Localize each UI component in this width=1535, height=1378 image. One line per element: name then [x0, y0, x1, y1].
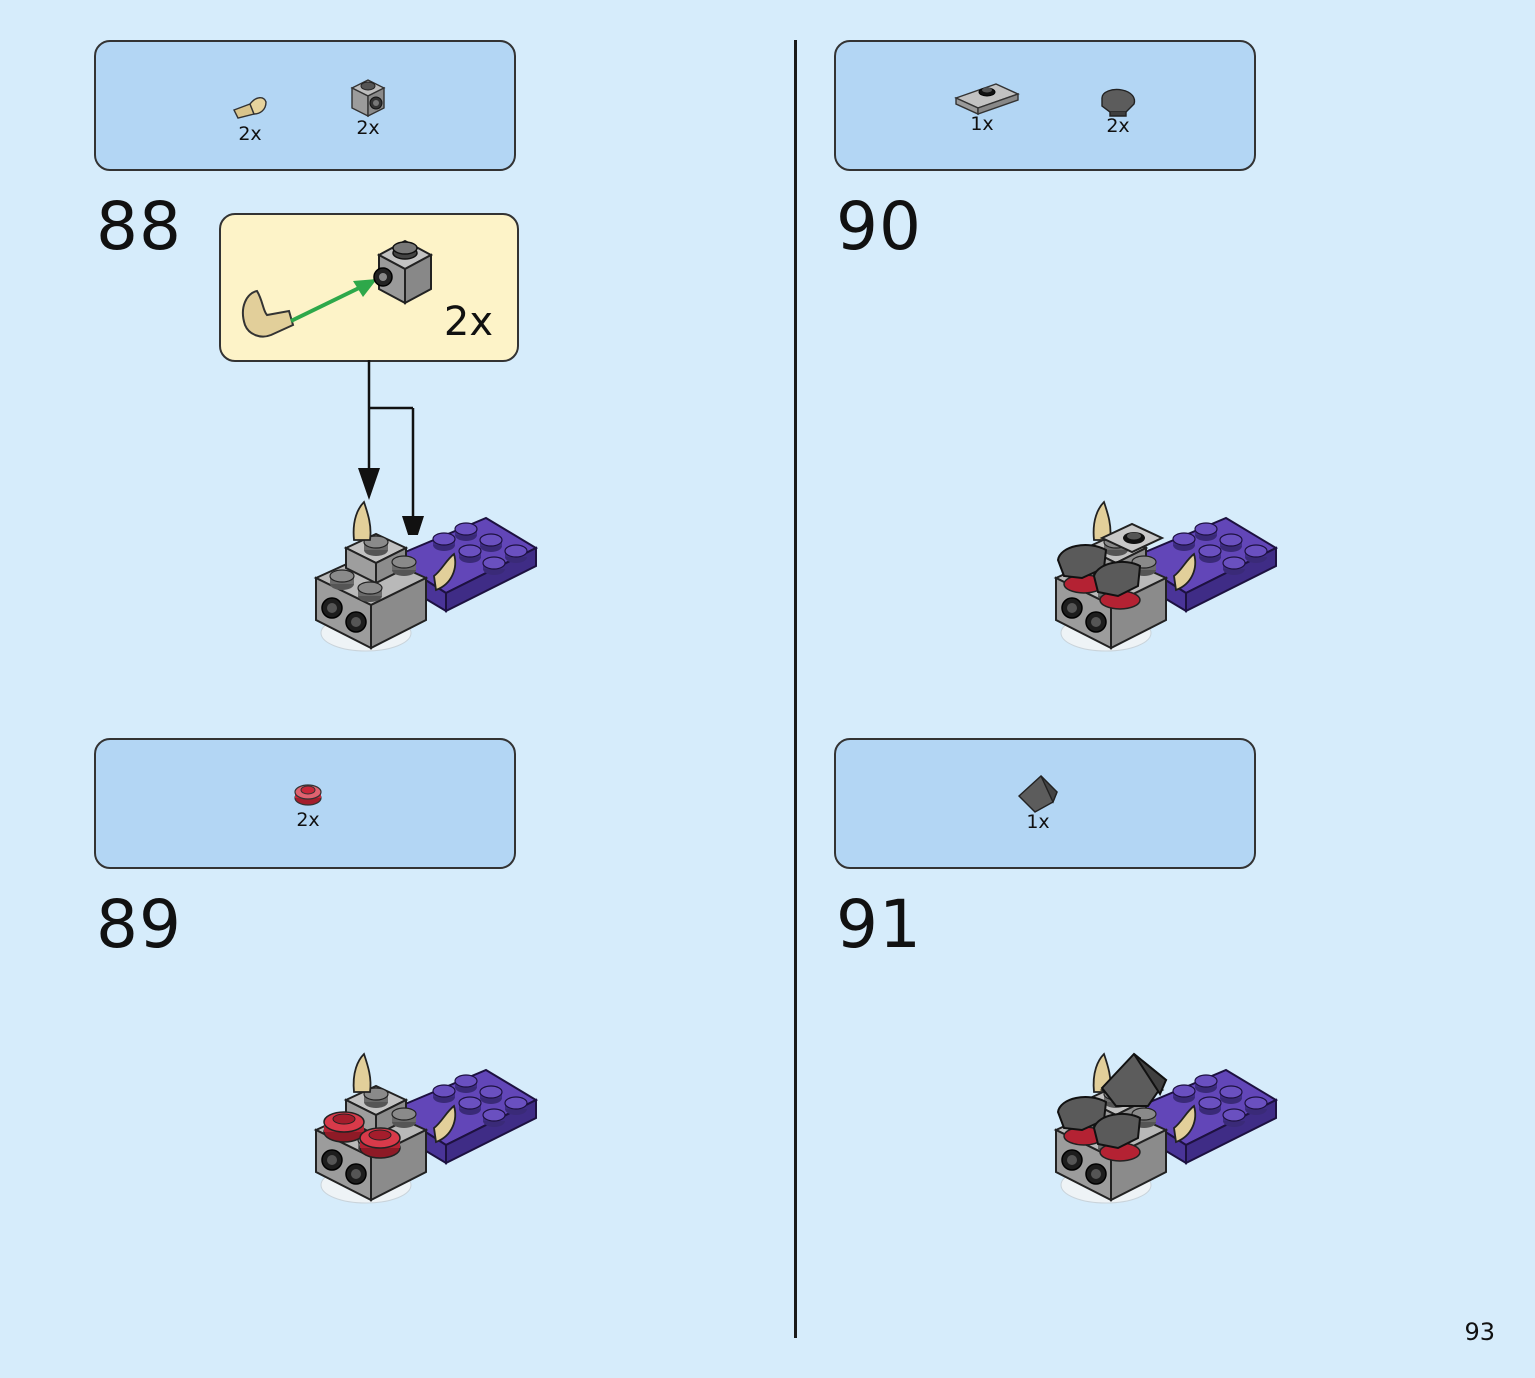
red-round-plate — [323, 1111, 365, 1143]
step-number: 88 — [96, 188, 182, 265]
step-number: 90 — [836, 188, 922, 265]
red-round-plate — [359, 1127, 401, 1159]
parts-item: 1x — [952, 78, 1020, 135]
parts-item: 2x — [220, 92, 280, 144]
part-quantity: 2x — [1106, 115, 1130, 137]
part-quantity: 2x — [356, 117, 380, 139]
down-arrow-icon — [402, 516, 424, 535]
page-divider — [794, 40, 797, 1338]
step-89-model — [296, 1050, 546, 1220]
dark-gray-slope — [1100, 1052, 1168, 1107]
down-arrow-icon — [358, 468, 380, 500]
dark-gray-slope-icon — [1017, 775, 1058, 813]
step-91-model — [1036, 1052, 1286, 1220]
step-88-parts-list: 2x 2x — [94, 40, 516, 171]
part-quantity: 2x — [238, 123, 262, 145]
gray-jumper-plate-icon — [954, 83, 1020, 116]
dark-gray-tile-round-icon — [1101, 88, 1136, 117]
step-88-model — [296, 498, 546, 668]
part-quantity: 1x — [970, 113, 994, 135]
step-90-parts-list: 1x 2x — [834, 40, 1256, 171]
red-round-plate-icon — [294, 784, 322, 806]
callout-quantity: 2x — [443, 299, 493, 345]
sub-assembly-callout: 2x — [219, 213, 519, 362]
parts-item: 2x — [278, 780, 338, 830]
gray-brick-with-stud-icon — [350, 79, 386, 118]
tan-horn-piece-icon — [233, 97, 267, 119]
placement-arrows — [358, 360, 424, 535]
parts-item: 2x — [1088, 86, 1148, 136]
step-number: 91 — [836, 886, 922, 963]
step-90-model — [1036, 498, 1286, 668]
part-quantity: 1x — [1026, 811, 1050, 833]
step-89-parts-list: 2x — [94, 738, 516, 869]
green-arrow-icon — [353, 279, 377, 297]
page-number: 93 — [1464, 1318, 1495, 1346]
step-91-parts-list: 1x — [834, 738, 1256, 869]
parts-item: 1x — [1008, 772, 1068, 832]
part-quantity: 2x — [296, 809, 320, 831]
parts-item: 2x — [338, 76, 398, 138]
step-number: 89 — [96, 886, 182, 963]
horn-attach-diagram — [241, 239, 434, 338]
